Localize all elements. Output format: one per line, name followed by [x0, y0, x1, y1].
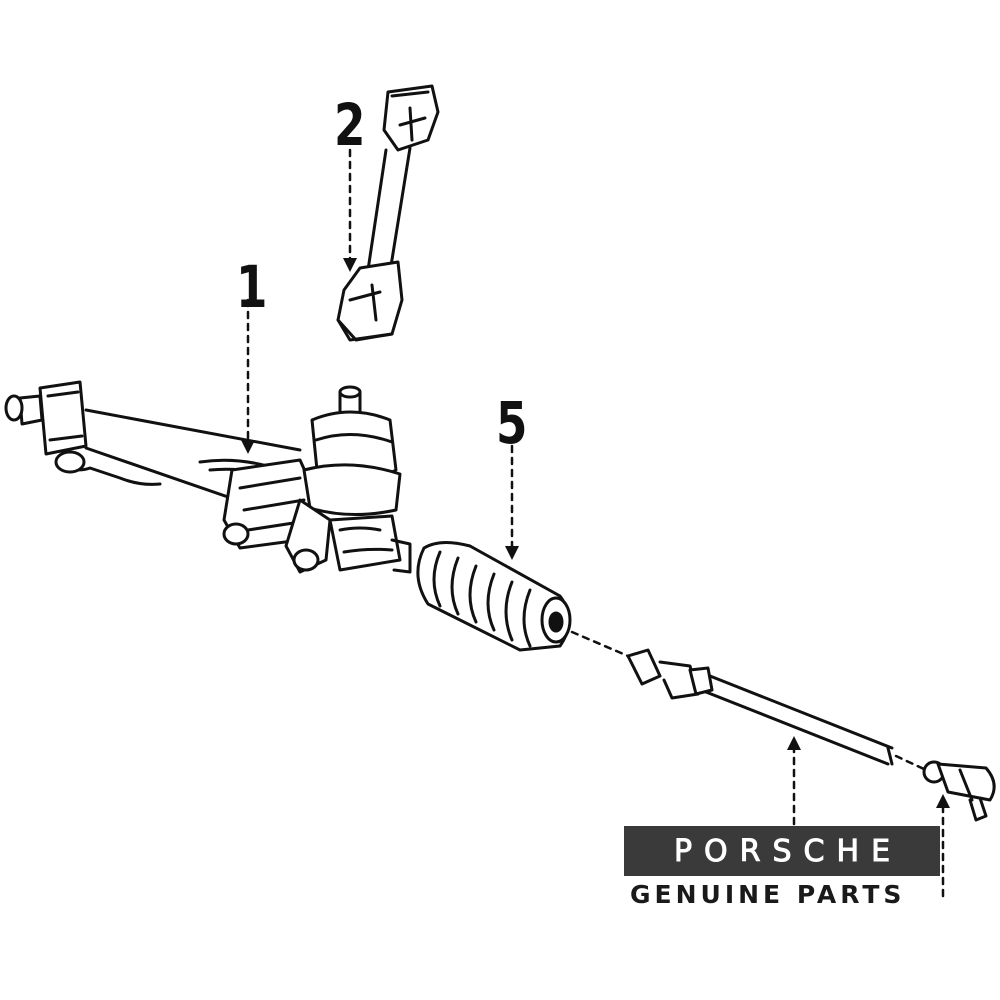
- intermediate-shaft: [336, 84, 440, 342]
- inner-tie-rod: [626, 648, 894, 766]
- outer-tie-rod-end: [922, 760, 996, 822]
- rack-housing: [4, 380, 322, 550]
- porsche-logo: PORSCHE: [624, 826, 940, 876]
- logo-wordmark: PORSCHE: [673, 833, 903, 869]
- pinion-valve-body: [284, 385, 412, 574]
- callout-2: 2: [334, 91, 366, 159]
- genuine-parts-tagline: GENUINE PARTS: [630, 880, 906, 909]
- rack-boot: [416, 541, 572, 652]
- callout-5: 5: [496, 389, 528, 457]
- assembly-lines: [246, 148, 928, 828]
- callout-arrows: [241, 258, 950, 808]
- callout-1: 1: [236, 253, 268, 321]
